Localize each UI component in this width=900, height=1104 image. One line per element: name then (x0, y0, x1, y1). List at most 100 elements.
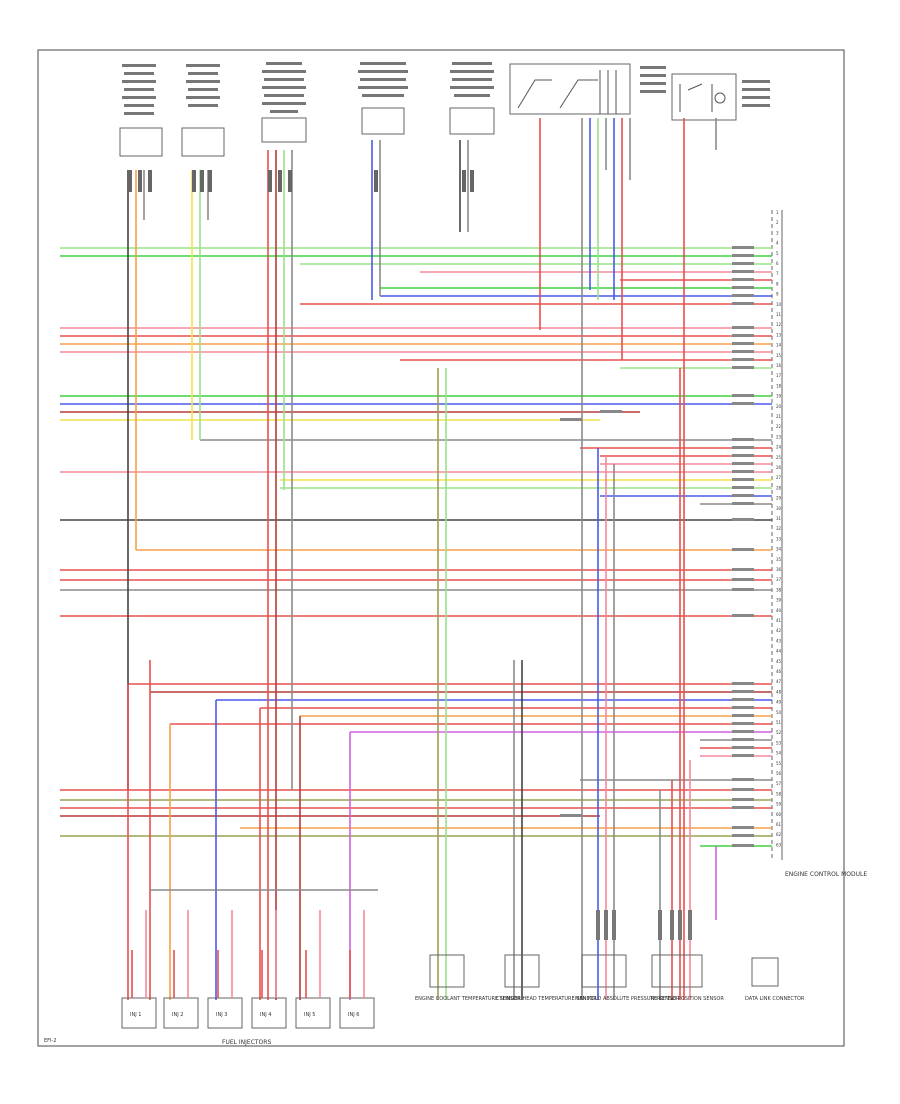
throttle-sensor-box (651, 954, 703, 988)
injector-label-1: INJ 1 (130, 1012, 141, 1018)
wire-label-mark-24 (732, 478, 754, 481)
map-sensor-box (581, 954, 627, 988)
ecm-pin-63: 63 (776, 842, 782, 847)
top-label-marks (122, 62, 770, 115)
connector-pin-6 (208, 170, 212, 192)
cht-sensor-label: CYLINDER HEAD TEMPERATURE SENSOR (496, 996, 597, 1002)
ecm-pin-20: 20 (776, 404, 782, 409)
wire-label-mark-3 (732, 262, 754, 265)
wire-label-mark-47 (732, 806, 754, 809)
wire-label-mark-37 (732, 706, 754, 709)
cht-sensor-box (504, 954, 540, 988)
ecm-pin-58: 58 (776, 791, 782, 796)
wire-label-mark-22 (732, 462, 754, 465)
connector-pin-11 (462, 170, 466, 192)
connector-pin-5 (200, 170, 204, 192)
ect-sensor-label: ENGINE COOLANT TEMPERATURE SENSOR (415, 996, 521, 1002)
ecm-pin-44: 44 (776, 649, 782, 654)
fuel-injectors-label: FUEL INJECTORS (222, 1039, 271, 1046)
fuel-injector-6 (339, 997, 375, 1029)
ecm-pin-2: 2 (776, 220, 779, 225)
ecm-pin-45: 45 (776, 659, 782, 664)
ecm-pin-46: 46 (776, 669, 782, 674)
wire-label-mark-34 (732, 682, 754, 685)
connector-pin-4 (192, 170, 196, 192)
page-ref: EFI-2 (44, 1038, 57, 1044)
wire-label-mark-35 (732, 690, 754, 693)
tps-connector-pin-4 (688, 910, 692, 940)
ecm-pin-9: 9 (776, 292, 779, 297)
ecm-pin-34: 34 (776, 547, 782, 552)
wire-label-mark-36 (732, 698, 754, 701)
ecm-pin-38: 38 (776, 587, 782, 592)
wire-label-mark-7 (732, 294, 754, 297)
ecm-pin-28: 28 (776, 485, 782, 490)
ecm-pin-4: 4 (776, 241, 779, 246)
wire-label-mark-13 (732, 358, 754, 361)
ecm-pin-12: 12 (776, 322, 782, 327)
map-sensor-label: MANIFOLD ABSOLUTE PRESSURE SENSOR (575, 996, 680, 1002)
main-relay-box (671, 73, 737, 121)
ecm-pin-59: 59 (776, 802, 782, 807)
wire-label-mark-46 (732, 798, 754, 801)
wire-label-mark-42 (732, 746, 754, 749)
ecm-pin-14: 14 (776, 343, 782, 348)
maf-sensor-box (449, 107, 495, 135)
ecm-pin-53: 53 (776, 740, 782, 745)
bottom-components: INJ 1 INJ 2 INJ 3 INJ 4 INJ 5 INJ 6 (121, 889, 779, 1029)
injector-label-4: INJ 4 (260, 1012, 271, 1018)
ect-sensor-box (429, 954, 465, 988)
connector-pin-12 (470, 170, 474, 192)
ecm-pin-41: 41 (776, 618, 782, 623)
ecm-pin-11: 11 (776, 312, 782, 317)
ecm-pin-57: 57 (776, 781, 782, 786)
wire-label-mark-1 (732, 246, 754, 249)
wire-label-mark-8 (732, 302, 754, 305)
iat-sensor-box (361, 107, 405, 135)
ecm-pin-16: 16 (776, 363, 782, 368)
injector-label-6: INJ 6 (348, 1012, 359, 1018)
wire-label-mark-16 (732, 402, 754, 405)
wire-label-mark-2 (732, 254, 754, 257)
wire-label-mark-14 (732, 366, 754, 369)
ecm-pin-29: 29 (776, 496, 782, 501)
ecm-label: ENGINE CONTROL MODULE (785, 871, 867, 878)
connector-pin-3 (148, 170, 152, 192)
ecm-pin-42: 42 (776, 628, 782, 633)
connector-pin-1 (128, 170, 132, 192)
ecm-pin-27: 27 (776, 475, 782, 480)
ecm-pin-49: 49 (776, 700, 782, 705)
ecm-pin-8: 8 (776, 281, 779, 286)
injector-label-5: INJ 5 (304, 1012, 315, 1018)
fuel-injector-1 (121, 997, 157, 1029)
map-connector-pin-2 (604, 910, 608, 940)
ecm-pin-60: 60 (776, 812, 782, 817)
wire-label-mark-29 (732, 548, 754, 551)
injector-label-3: INJ 3 (216, 1012, 227, 1018)
throttle-sensor-label: THROTTLE POSITION SENSOR (649, 996, 724, 1002)
wire-label-mark-43 (732, 754, 754, 757)
wire-label-mark-21 (732, 454, 754, 457)
wire-label-mark-12 (732, 350, 754, 353)
ecm-pin-23: 23 (776, 434, 782, 439)
tps-connector-pin-1 (658, 910, 662, 940)
ecm-pin-26: 26 (776, 465, 782, 470)
vertical-wires (127, 118, 717, 1000)
wire-label-mark-51 (732, 844, 754, 847)
knock-sensor-2-box (181, 127, 225, 157)
wire-label-mark-31 (732, 578, 754, 581)
wire-label-mark-27 (732, 502, 754, 505)
ecm-pin-15: 15 (776, 353, 782, 358)
ecm-pin-36: 36 (776, 567, 782, 572)
horizontal-wires (60, 246, 772, 847)
wire-label-mark-33 (732, 614, 754, 617)
wire-label-mark-18 (560, 418, 582, 421)
ecm-pin-22: 22 (776, 424, 782, 429)
wire-label-mark-25 (732, 486, 754, 489)
fuel-injector-5 (295, 997, 331, 1029)
wire-label-mark-40 (732, 730, 754, 733)
wire-label-mark-17 (600, 410, 622, 413)
ecm-pin-50: 50 (776, 710, 782, 715)
injector-label-2: INJ 2 (172, 1012, 183, 1018)
wire-label-mark-26 (732, 494, 754, 497)
